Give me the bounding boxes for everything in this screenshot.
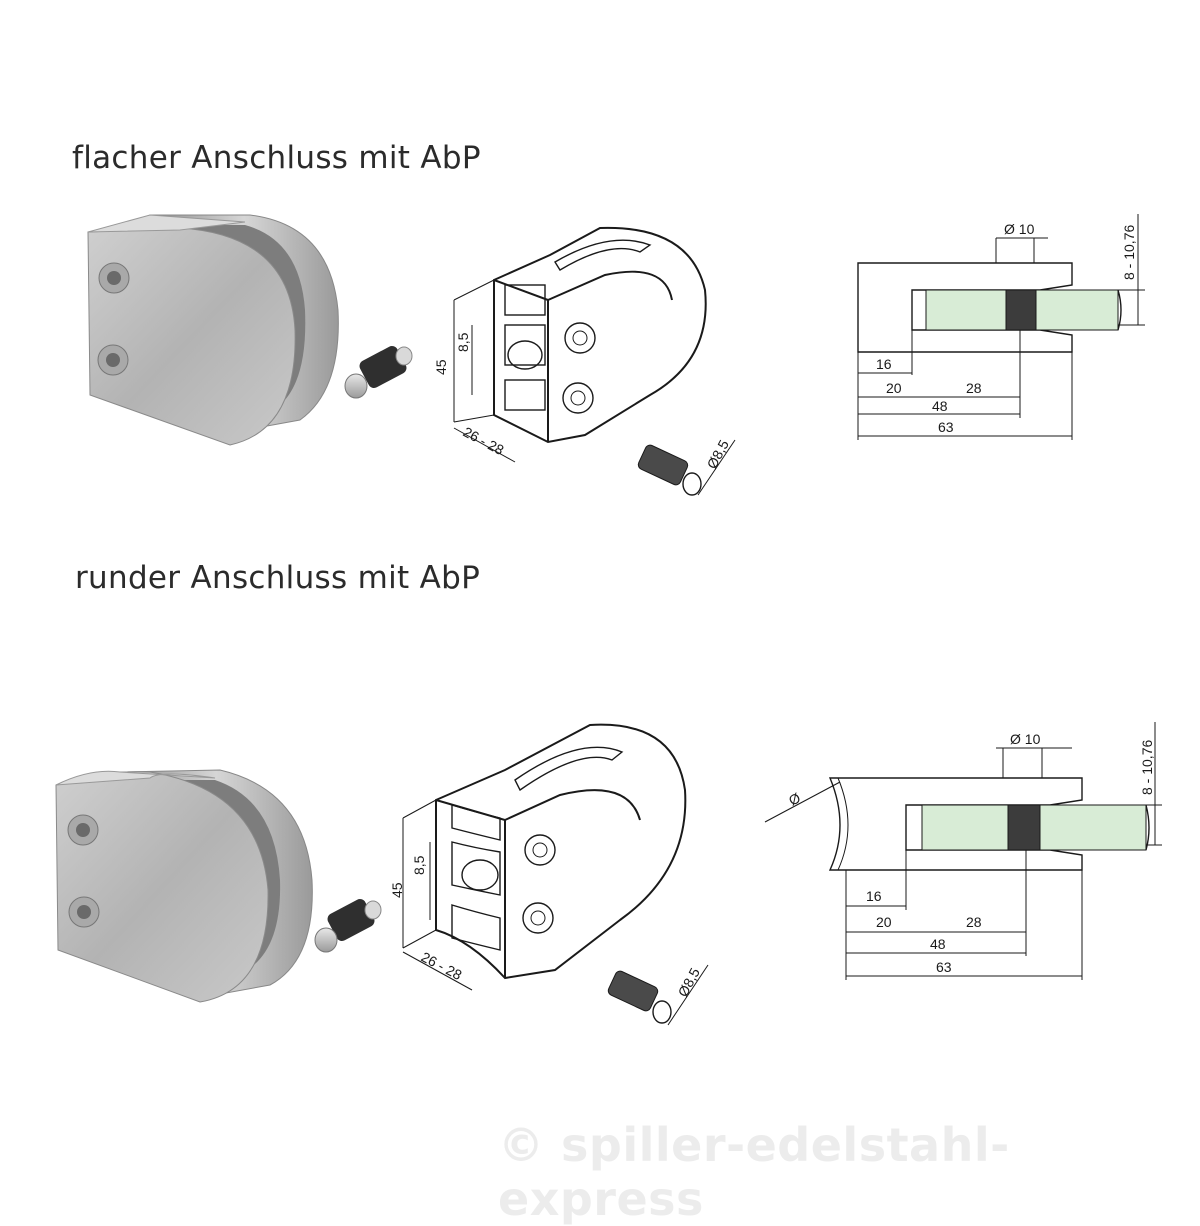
dim-20-round: 20 [876, 914, 892, 930]
rubber-pin-photo-flat [344, 346, 413, 399]
dim-28-round: 28 [966, 914, 982, 930]
heading-round: runder Anschluss mit AbP [75, 560, 481, 596]
clamp-photo-flat [87, 214, 339, 446]
dimensions-clamp-flat: 45 8,5 26 - 28 [433, 279, 516, 463]
pin-drawing-flat [637, 444, 702, 496]
heading-flat: flacher Anschluss mit AbP [72, 140, 481, 176]
dim-48-round: 48 [930, 936, 946, 952]
dim-16-flat: 16 [876, 356, 892, 372]
clamp-photo-round [55, 769, 313, 1003]
dim-48-flat: 48 [932, 398, 948, 414]
dim-20-flat: 20 [886, 380, 902, 396]
dim-bore-flat: Ø 10 [1004, 221, 1035, 237]
dimensions-clamp-round: 45 8,5 26 - 28 [389, 799, 473, 991]
dimensions-section-flat: Ø 10 8 - 10,76 16 20 28 48 63 [857, 214, 1145, 440]
dim-height-round: 45 [389, 882, 405, 898]
dim-glass-flat: 8 - 10,76 [1121, 225, 1137, 280]
dimensions-section-round: Ø Ø 10 8 - 10,76 16 20 28 48 63 [764, 722, 1162, 980]
section-drawing-flat [857, 262, 1122, 353]
pin-drawing-round [607, 970, 672, 1024]
drawing-canvas: 45 8,5 26 - 28 Ø8,5 Ø 10 8 - 10,76 16 [55, 214, 1162, 1026]
section-drawing-round [828, 777, 1150, 871]
dim-thickness-flat: 26 - 28 [461, 424, 507, 459]
dim-height-flat: 45 [433, 359, 449, 375]
clamp-drawing-flat [493, 226, 707, 444]
dimension-pin-flat: Ø8,5 [697, 437, 736, 496]
dim-16-round: 16 [866, 888, 882, 904]
dim-hole-round: 8,5 [411, 855, 427, 875]
dim-pin-diameter-round: Ø8,5 [675, 965, 703, 999]
dim-bore-round: Ø 10 [1010, 731, 1041, 747]
clamp-drawing-round [435, 723, 687, 980]
rubber-pin-photo-round [314, 899, 382, 953]
dim-28-flat: 28 [966, 380, 982, 396]
dim-hole-flat: 8,5 [455, 332, 471, 352]
dimension-pin-round: Ø8,5 [667, 964, 709, 1026]
dim-63-flat: 63 [938, 419, 954, 435]
watermark: © spiller-edelstahl-express [498, 1118, 1010, 1226]
dim-glass-round: 8 - 10,76 [1139, 740, 1155, 795]
dim-tube-diameter: Ø [786, 789, 803, 808]
dim-thickness-round: 26 - 28 [419, 949, 465, 984]
dim-pin-diameter-flat: Ø8,5 [704, 437, 732, 471]
dim-63-round: 63 [936, 959, 952, 975]
